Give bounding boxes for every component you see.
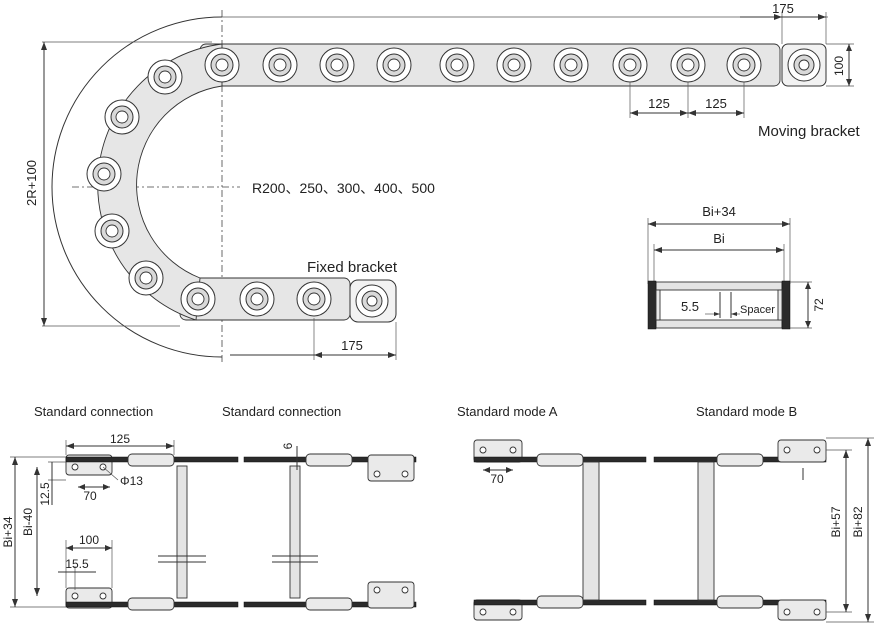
mode-b-view: Standard mode B Bi+57 Bi+82 [653,404,874,623]
modeB-title: Standard mode B [696,404,797,419]
std2-top-bracket [367,454,415,482]
bottom-run-rollers [180,281,332,317]
top-run-rollers [204,47,762,83]
modeB-top-bracket [777,439,827,463]
dim-pitch-b: 125 [705,96,727,111]
std1-title: Standard connection [34,404,153,419]
section-height-label: 72 [812,298,826,312]
std-connection-view-2: Standard connection 6 [222,404,417,611]
std2-title: Standard connection [222,404,341,419]
gap-label: 5.5 [681,299,699,314]
section-bottom-bar [655,319,783,329]
std2-bottom-bracket [367,581,415,609]
modeB-bi82: Bi+82 [851,506,865,537]
std1-d15-5: 15.5 [65,557,89,571]
std1-bi34: Bi+34 [1,516,15,547]
std1-d125: 125 [110,432,130,446]
std-connection-view-1: Standard connection 125 70 Φ13 12.5 [1,404,239,611]
dim-pitch-a: 125 [648,96,670,111]
dim-height-100: 100 [832,56,846,76]
section-top-bar [655,281,783,291]
bi-label: Bi [713,231,725,246]
std1-d70: 70 [83,489,97,503]
cross-section-view: Bi+34 Bi 5.5 Spacer 72 [647,204,826,330]
std1-phi13: Φ13 [120,474,143,488]
dim-2r-label: 2R+100 [24,160,39,206]
std1-d12-5: 12.5 [38,482,52,506]
spacer-label: Spacer [740,304,775,316]
mode-a-view: Standard mode A 70 [457,404,647,621]
chain-side-view: 2R+100 R200、250、300、400、500 [24,1,861,365]
modeB-bottom-bracket [777,599,827,621]
section-left-side [647,280,657,330]
modeB-bi57: Bi+57 [829,506,843,537]
std2-d6: 6 [281,442,295,449]
modeA-d70: 70 [490,472,504,486]
dim-top-175: 175 [772,1,794,16]
bi34-label: Bi+34 [702,204,736,219]
dim-bottom-175: 175 [341,338,363,353]
std1-bi40: Bi-40 [21,508,35,536]
bend-rollers [86,59,183,296]
section-right-side [781,280,791,330]
fixed-bracket-label: Fixed bracket [307,259,398,276]
moving-bracket-label: Moving bracket [758,123,861,140]
std1-d100: 100 [79,533,99,547]
modeA-title: Standard mode A [457,404,558,419]
radius-label: R200、250、300、400、500 [252,180,435,196]
outer-bend-arc [51,16,223,358]
